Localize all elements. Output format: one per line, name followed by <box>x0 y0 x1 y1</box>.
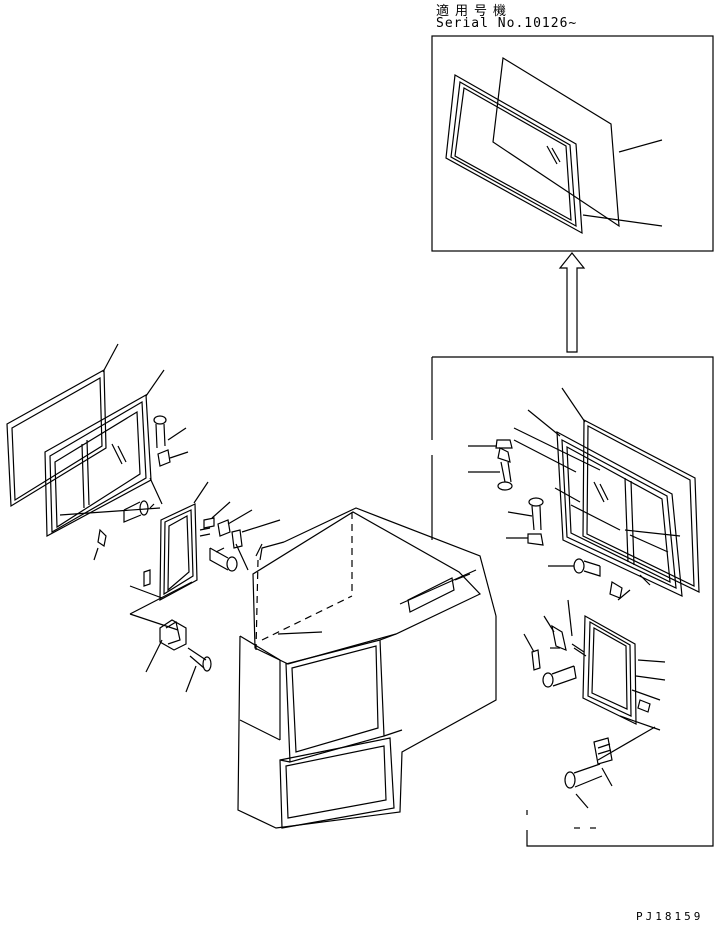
serial-number-label: Serial No.10126~ <box>436 16 578 31</box>
up-arrow <box>558 252 586 353</box>
bolt-part <box>548 558 601 577</box>
bolt-part <box>542 665 577 688</box>
sliding-sash-frame <box>556 430 683 597</box>
leader-line <box>582 214 663 227</box>
applicable-model-label: 適用号機 <box>436 4 513 19</box>
bolt-part <box>468 439 513 491</box>
fixed-window-frame <box>582 614 666 731</box>
bolt-part <box>59 477 163 561</box>
leader-line <box>618 139 663 153</box>
sliding-window-detail-box <box>431 356 714 847</box>
window-seal-frame <box>445 74 583 235</box>
inset-box-serial-variant <box>431 35 714 252</box>
bolt-part <box>564 737 613 809</box>
cab-body <box>235 507 497 829</box>
bolt-part <box>153 415 189 467</box>
hinge-part <box>199 501 281 572</box>
bolt-part <box>506 497 544 546</box>
drawing-code: PJ18159 <box>636 910 704 923</box>
front-glass-opening <box>285 639 385 763</box>
fixed-window-left <box>129 481 209 602</box>
seal-outer <box>582 419 700 593</box>
bolt-part <box>129 581 212 693</box>
hinge-part <box>523 599 587 671</box>
glass-panel-flat <box>492 57 620 228</box>
seal-left <box>6 343 119 508</box>
clip-part <box>609 581 623 599</box>
left-window-parts <box>6 343 281 693</box>
